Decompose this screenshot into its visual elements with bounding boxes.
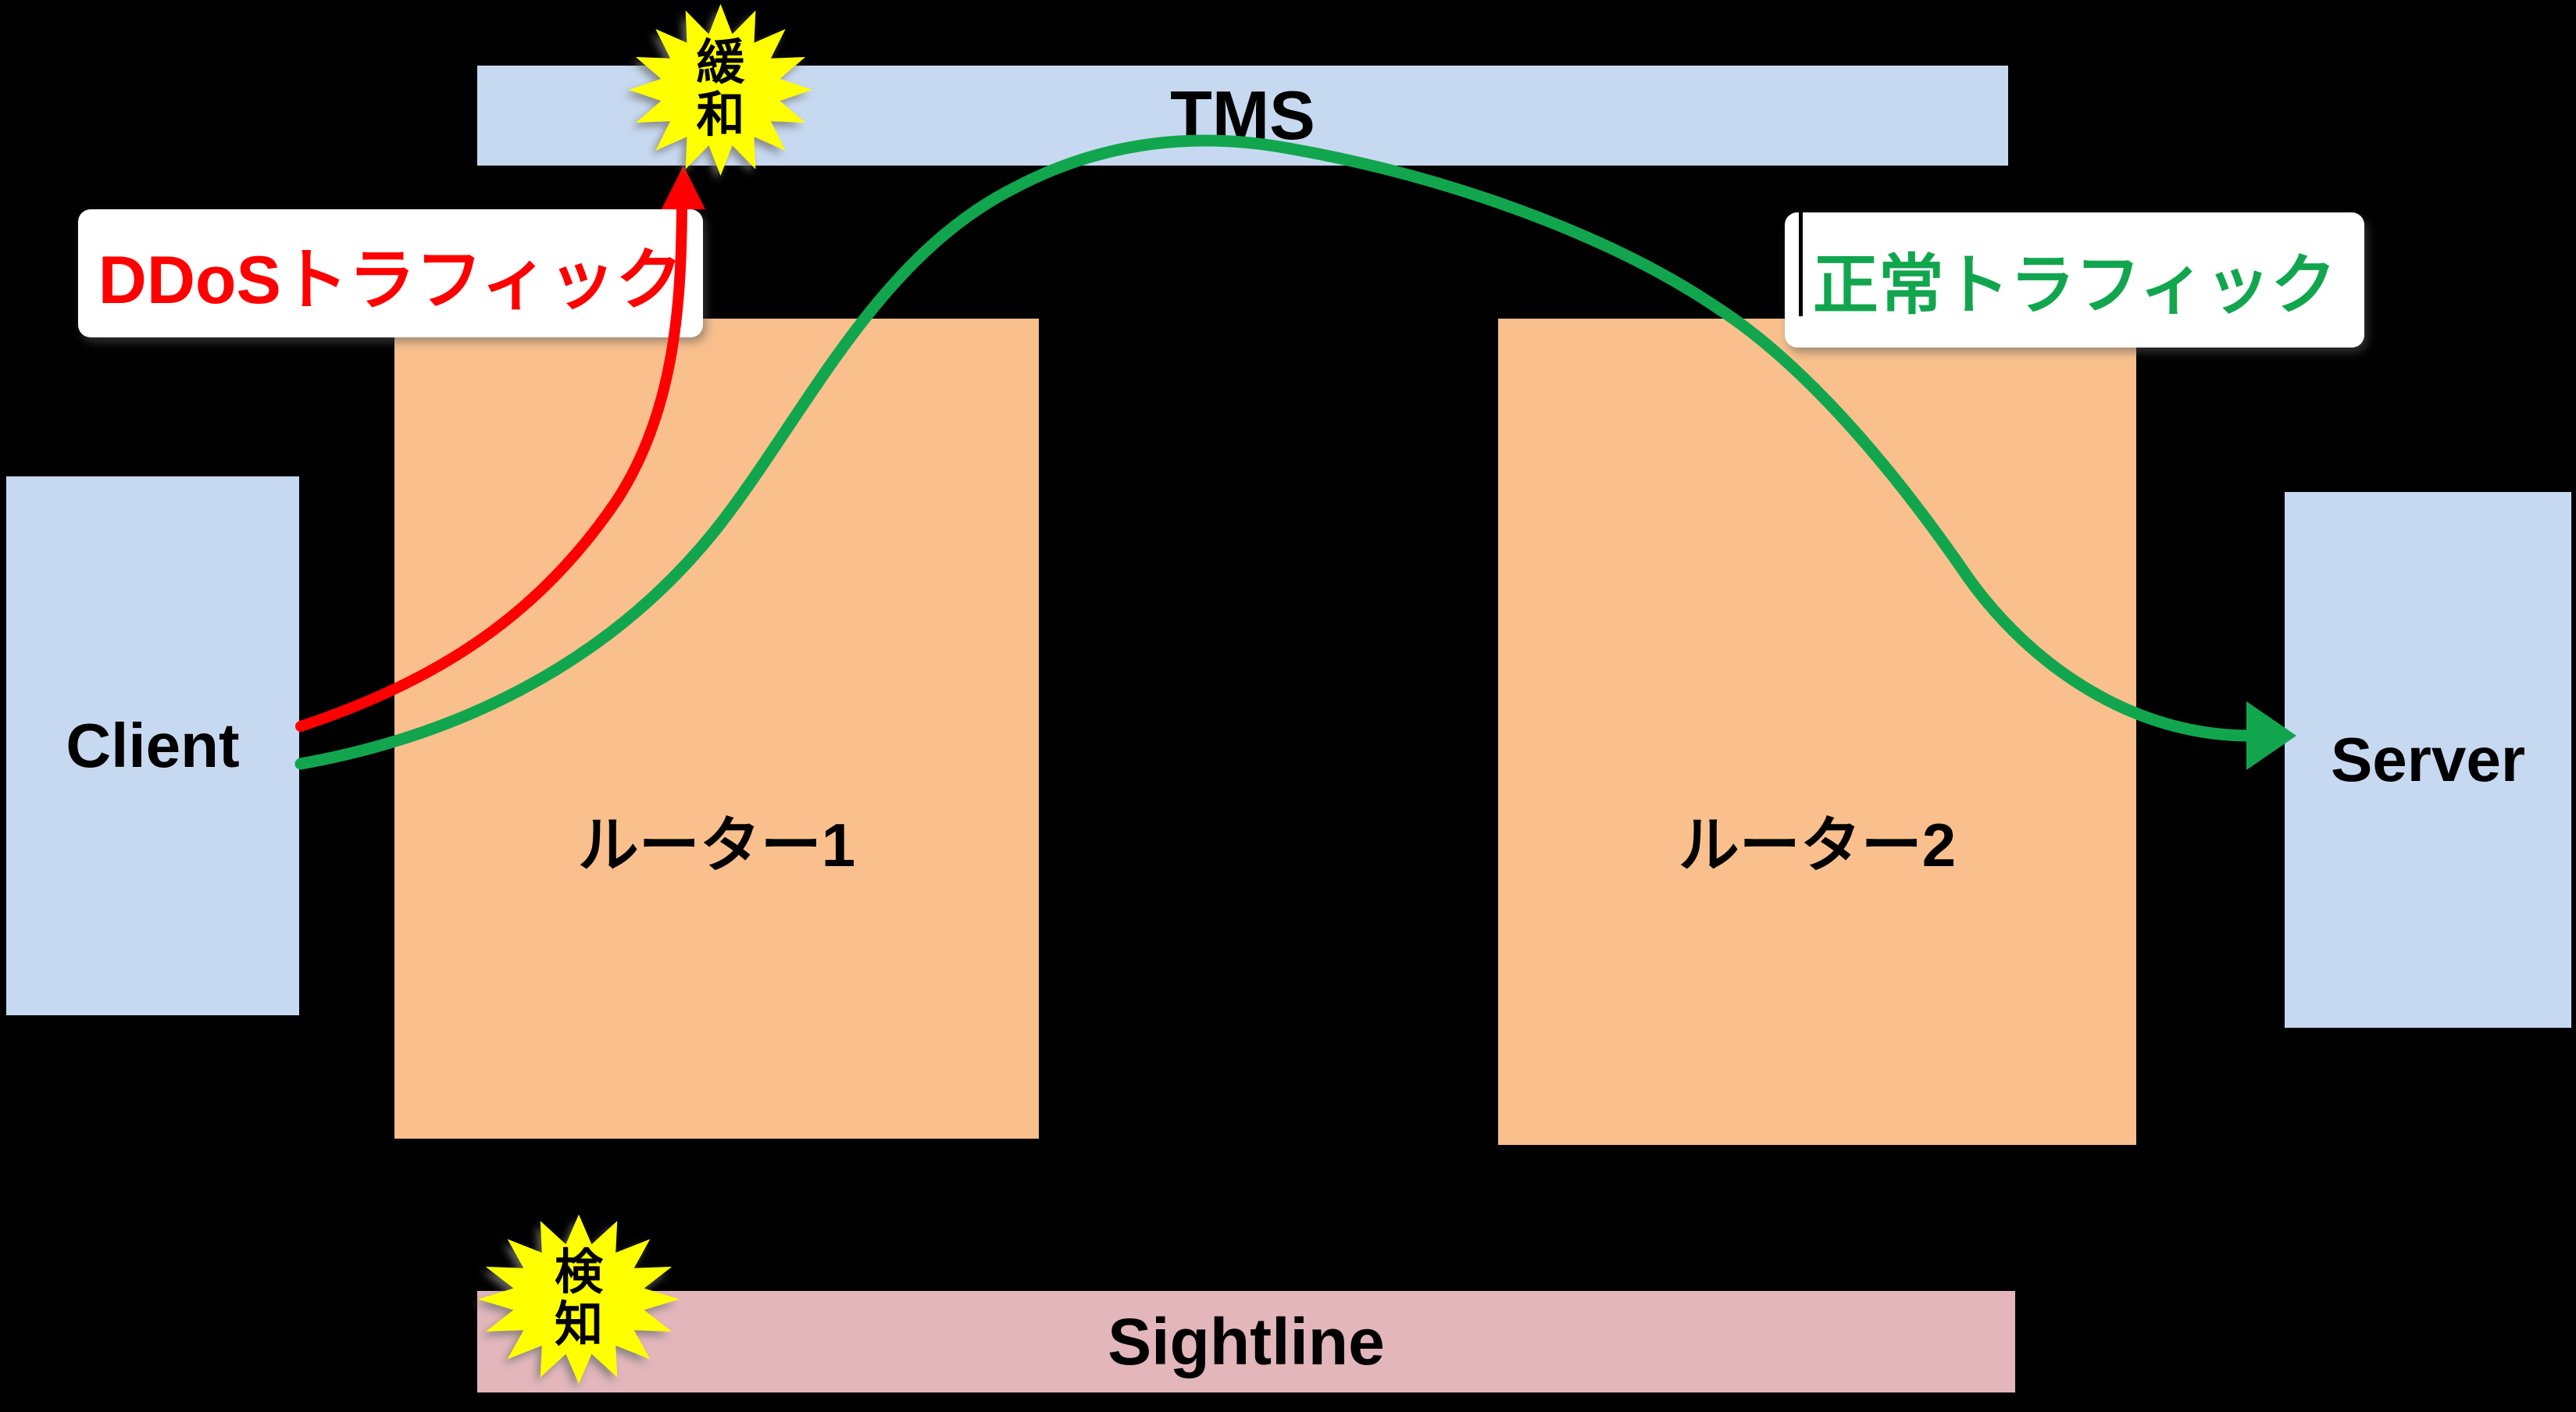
mitigation-burst: 緩 和 (629, 4, 812, 176)
router2-box: ルーター2 (1498, 319, 2136, 1145)
mitigation-burst-line1: 緩 (696, 36, 745, 91)
router1-box: ルーター1 (394, 319, 1039, 1139)
client-label: Client (66, 711, 240, 780)
router2-label: ルーター2 (1678, 811, 1957, 879)
server-label: Server (2330, 725, 2526, 794)
tms-label: TMS (1170, 77, 1315, 154)
server-box: Server (2285, 492, 2571, 1028)
normal-traffic-text: 正常トラフィック (1812, 248, 2337, 322)
client-box: Client (6, 476, 299, 1015)
ddos-traffic-label: DDoSトラフィック (78, 209, 703, 337)
detection-burst-line2: 知 (554, 1297, 603, 1352)
detection-burst: 検 知 (478, 1214, 680, 1384)
normal-label-divider (1799, 212, 1803, 316)
mitigation-burst-line2: 和 (696, 88, 745, 142)
detection-burst-shape: 検 知 (478, 1214, 680, 1384)
normal-traffic-label: 正常トラフィック (1785, 212, 2364, 348)
sightline-label: Sightline (1108, 1304, 1385, 1378)
mitigation-burst-shape: 緩 和 (629, 4, 812, 176)
ddos-traffic-text: DDoSトラフィック (98, 242, 683, 318)
sightline-bar: Sightline (477, 1291, 2015, 1392)
router1-label: ルーター1 (577, 811, 856, 879)
detection-burst-line1: 検 (554, 1245, 603, 1300)
